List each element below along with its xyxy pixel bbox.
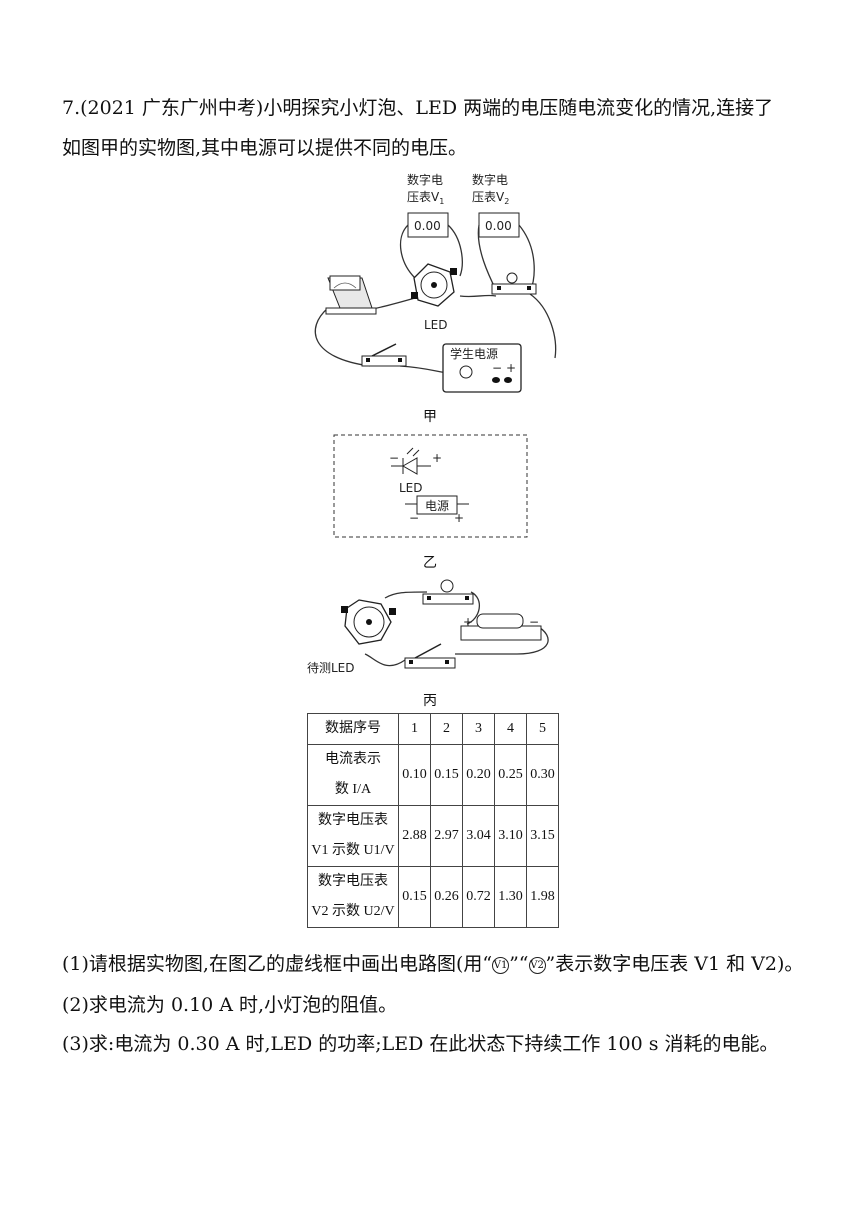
psu-plus: + [506,361,516,375]
caption-bing: 丙 [423,693,437,709]
meter2-label-a: 数字电 [472,172,508,187]
value-cell: 1.30 [494,866,527,928]
power-supply: 学生电源 − + [442,343,522,393]
battery-minus: − [529,615,539,629]
led-holder [341,599,396,645]
caption-jia: 甲 [423,409,437,425]
table-row: 数据序号 1 2 3 4 5 [307,713,559,745]
value-cell: 0.26 [430,866,463,928]
meter2-reading: 0.00 [485,219,512,233]
table-row: 电流表示数 I/A 0.10 0.15 0.20 0.25 0.30 [307,744,559,806]
meter2-label-b: 压表V2 [472,190,509,206]
bulb-holder [422,579,474,605]
psu-label: 学生电源 [450,346,498,361]
led-label: 待测LED [307,661,355,675]
index-cell: 3 [462,713,495,745]
figure-yi: − + LED 电源 − + [333,434,528,538]
led-label: LED [399,481,423,495]
bulb-holder [491,272,537,295]
voltmeter-v1-icon: V1 [492,956,510,974]
question-line-1: 7.(2021 广东广州中考)小明探究小灯泡、LED 两端的电压随电流变化的情况… [62,97,774,119]
switch [404,643,456,669]
switch [361,343,407,367]
led-minus: − [389,451,399,465]
voltmeter-v2-icon: V2 [528,956,546,974]
source-label: 电源 [425,499,449,513]
index-cell: 2 [430,713,463,745]
meter1-label-b: 压表V1 [407,190,444,206]
value-cell: 3.04 [462,805,495,867]
ammeter [325,275,377,315]
value-cell: 3.15 [526,805,559,867]
battery-plus: + [463,615,473,629]
value-cell: 1.98 [526,866,559,928]
value-cell: 2.88 [398,805,431,867]
row1-label: 电流表示数 I/A [307,744,399,806]
source-plus: + [454,511,464,525]
meter2-display [478,212,520,238]
figure-bing: 待测LED + − [307,579,549,675]
index-cell: 5 [526,713,559,745]
source-symbol [405,495,469,515]
caption-yi: 乙 [423,555,437,571]
data-table: 数据序号 1 2 3 4 5 电流表示数 I/A 0.10 0.15 0.20 … [307,713,559,928]
value-cell: 0.15 [430,744,463,806]
led-label: LED [424,318,448,332]
battery [460,613,542,641]
led-holder [411,263,457,307]
value-cell: 0.25 [494,744,527,806]
index-cell: 1 [398,713,431,745]
led-symbol [391,447,431,475]
value-cell: 3.10 [494,805,527,867]
sub-question-3: (3)求:电流为 0.30 A 时,LED 的功率;LED 在此状态下持续工作 … [62,1033,779,1055]
dashed-frame [333,434,528,538]
index-cell: 4 [494,713,527,745]
value-cell: 2.97 [430,805,463,867]
sub-question-1: (1)请根据实物图,在图乙的虚线框中画出电路图(用“V1”“V2”表示数字电压表… [62,953,804,975]
question-line-2: 如图甲的实物图,其中电源可以提供不同的电压。 [62,137,468,159]
sub-question-2: (2)求电流为 0.10 A 时,小灯泡的阻值。 [62,994,398,1016]
led-plus: + [432,451,442,465]
value-cell: 0.72 [462,866,495,928]
value-cell: 0.20 [462,744,495,806]
value-cell: 0.15 [398,866,431,928]
meter1-reading: 0.00 [414,219,441,233]
source-minus: − [409,511,419,525]
header-label: 数据序号 [307,713,399,745]
value-cell: 0.10 [398,744,431,806]
wires [364,591,549,667]
psu-minus: − [492,361,502,375]
figure-jia: 数字电 压表V1 数字电 压表V2 0.00 0.00 LED [314,172,557,393]
meter1-label-a: 数字电 [407,172,443,187]
value-cell: 0.30 [526,744,559,806]
